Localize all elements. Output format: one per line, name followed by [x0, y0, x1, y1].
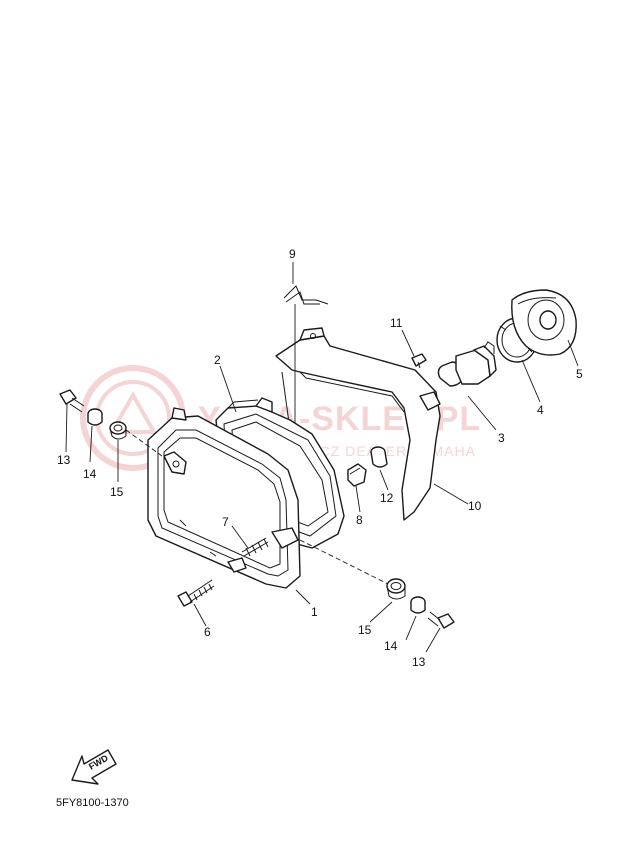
- part-13-bolt-left: [59, 389, 85, 413]
- callout-14-right: 14: [384, 639, 398, 653]
- callout-9: 9: [289, 247, 296, 261]
- part-13-bolt-right: [427, 611, 455, 629]
- part-9-clip: [283, 262, 329, 440]
- callout-13-left: 13: [57, 453, 71, 467]
- fwd-arrow-icon: FWD: [71, 749, 117, 785]
- callout-14-left: 14: [83, 467, 97, 481]
- callout-7: 7: [222, 515, 229, 529]
- callout-11: 11: [390, 316, 403, 330]
- part-11-screw: [411, 353, 427, 369]
- callout-13-right: 13: [412, 655, 426, 669]
- callout-15-left: 15: [110, 485, 124, 499]
- callout-5: 5: [576, 367, 583, 381]
- callout-10: 10: [468, 499, 482, 513]
- callout-4: 4: [537, 403, 544, 417]
- part-8-clamp: [347, 463, 367, 487]
- callout-12: 12: [380, 491, 394, 505]
- part-15-grommet-right: [386, 578, 406, 600]
- callout-2: 2: [214, 353, 221, 367]
- callout-3: 3: [498, 431, 505, 445]
- callout-8: 8: [356, 513, 363, 527]
- part-14-collar-right: [410, 596, 426, 614]
- part-12-collar: [370, 446, 388, 468]
- part-7-screw: [241, 537, 269, 557]
- alignment-line-right: [299, 539, 389, 585]
- part-5-cover: [511, 289, 577, 356]
- callouts: 2 1 3 4 5 6 7 8 9 10 11 12 13 14 15 13 1…: [57, 247, 583, 669]
- part-6-bolt: [177, 579, 215, 607]
- callout-1: 1: [311, 605, 318, 619]
- callout-15-right: 15: [358, 623, 372, 637]
- part-3-bulb: [437, 341, 497, 387]
- leader-lines: [65, 329, 579, 653]
- diagram-code: 5FY8100-1370: [56, 797, 129, 809]
- part-14-collar-left: [87, 408, 103, 426]
- part-15-grommet-left: [109, 421, 127, 440]
- callout-6: 6: [204, 625, 211, 639]
